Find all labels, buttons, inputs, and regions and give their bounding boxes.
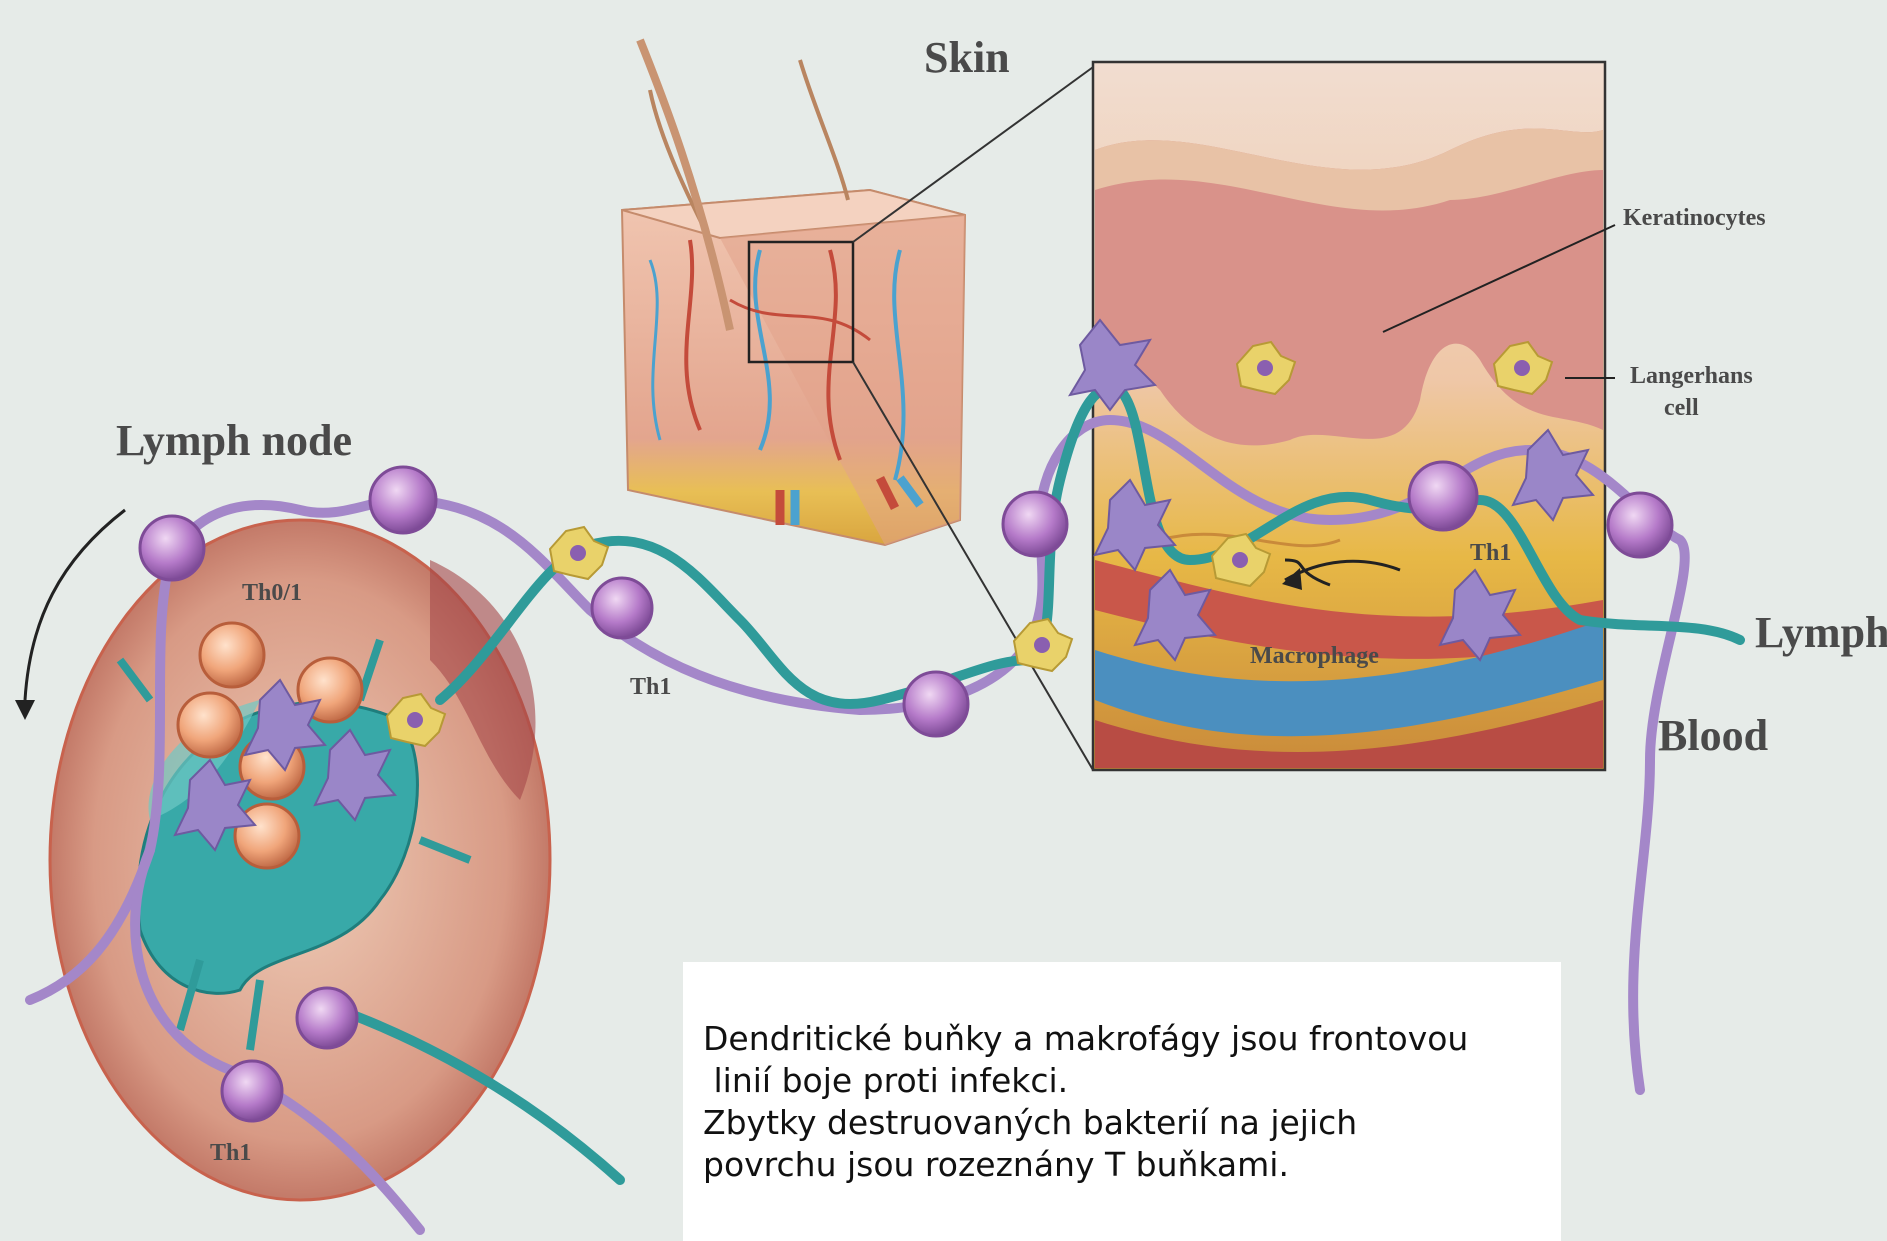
caption-line: linií boje proti infekci. — [703, 1060, 1553, 1102]
t-cell — [222, 1061, 282, 1121]
t-cell — [140, 516, 204, 580]
t-cell — [370, 467, 436, 533]
label-lymph: Lymph — [1755, 608, 1887, 657]
caption-line: povrchu jsou rozeznány T buňkami. — [703, 1144, 1553, 1186]
label-lymph-node: Lymph node — [116, 416, 352, 465]
label-macrophage: Macrophage — [1250, 643, 1379, 669]
label-th01: Th0/1 — [242, 580, 302, 606]
t-cell — [592, 578, 652, 638]
lymph-node — [50, 520, 550, 1200]
caption-line: Zbytky destruovaných bakterií na jejich — [703, 1102, 1553, 1144]
t-cell — [1608, 493, 1672, 557]
label-th1-lower: Th1 — [210, 1140, 251, 1166]
label-langerhans-cell-line2: cell — [1664, 395, 1699, 421]
skin-block-illustration — [622, 40, 965, 545]
label-th1-inset: Th1 — [1470, 540, 1511, 566]
label-langerhans-cell-line1: Langerhans — [1630, 363, 1753, 389]
caption-text: Dendritické buňky a makrofágy jsou front… — [703, 1018, 1553, 1186]
t-cell — [1409, 462, 1477, 530]
label-keratinocytes: Keratinocytes — [1623, 205, 1766, 231]
caption-line: Dendritické buňky a makrofágy jsou front… — [703, 1018, 1553, 1060]
caption-box: Dendritické buňky a makrofágy jsou front… — [683, 962, 1561, 1241]
label-skin: Skin — [924, 33, 1010, 82]
t-cell — [1003, 492, 1067, 556]
t-cell — [904, 672, 968, 736]
label-th1-upper: Th1 — [630, 674, 671, 700]
t-cell — [297, 988, 357, 1048]
label-blood: Blood — [1658, 711, 1768, 760]
